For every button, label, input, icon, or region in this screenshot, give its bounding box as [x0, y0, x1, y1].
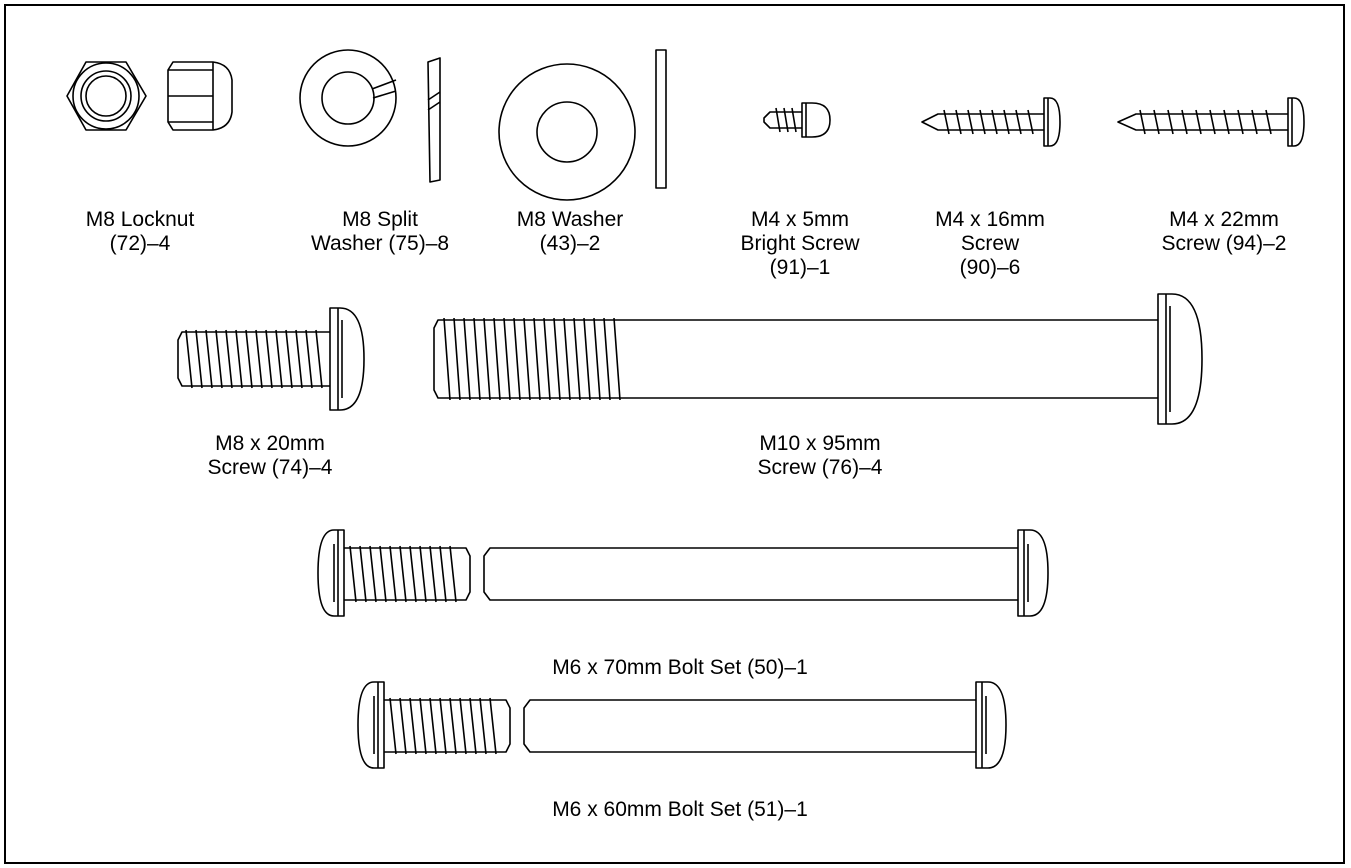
locknut-label: M8 Locknut(72)–4: [85, 208, 195, 255]
m6x70-bolt-set-label: M6 x 70mm Bolt Set (50)–1: [552, 656, 808, 679]
m4x5-screw-drawing: [763, 102, 831, 138]
m4x22-screw-drawing: [1117, 97, 1305, 147]
m6x60-bolt-set-label: M6 x 60mm Bolt Set (51)–1: [552, 798, 808, 821]
m8x20-screw-drawing: [177, 307, 365, 411]
washer-drawing: [498, 49, 667, 201]
m10x95-screw-drawing: [433, 293, 1203, 425]
m6x70-bolt-set-drawing: [317, 529, 1049, 617]
m6x60-bolt-set-drawing: [357, 681, 1007, 769]
m4x16-screw-drawing: [921, 97, 1061, 147]
washer-label: M8 Washer(43)–2: [516, 208, 624, 255]
locknut-drawing: [66, 61, 233, 131]
split-washer-drawing: [299, 49, 441, 183]
diagram-frame: [4, 4, 1345, 864]
